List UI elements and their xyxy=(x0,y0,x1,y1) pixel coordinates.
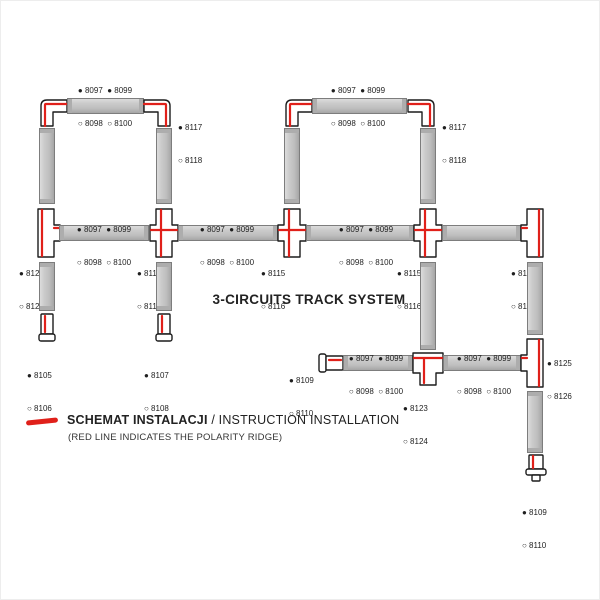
track-section-vertical xyxy=(156,262,172,311)
part-number: ● 8115 xyxy=(137,269,162,278)
part-number: ● 8097 ● 8099 xyxy=(77,86,133,95)
part-label: ● 8097 ● 8099 ○ 8098 ○ 8100 xyxy=(70,63,140,151)
part-number: ● 8105 xyxy=(27,371,52,380)
part-label: ● 8119 ○ 8120 xyxy=(511,246,536,334)
legend-title-pl: SCHEMAT INSTALACJI xyxy=(67,413,208,427)
track-section-vertical xyxy=(39,128,55,204)
track-section-vertical xyxy=(420,128,436,204)
corner-connector-icon xyxy=(142,99,171,128)
part-number: ● 8109 xyxy=(289,376,314,385)
part-number: ○ 8098 ○ 8100 xyxy=(456,387,512,396)
part-number: ○ 8118 xyxy=(442,156,467,165)
part-number: ● 8115 xyxy=(397,269,422,278)
track-section-horizontal xyxy=(312,98,407,114)
part-number: ● 8123 xyxy=(19,269,44,278)
end-cap-icon xyxy=(38,313,56,342)
part-number: ○ 8124 xyxy=(19,302,44,311)
corner-connector-icon xyxy=(285,99,314,128)
part-number: ○ 8116 xyxy=(261,302,286,311)
part-label: ● 8097 ● 8099 ○ 8098 ○ 8100 xyxy=(341,331,411,419)
legend-title: SCHEMAT INSTALACJI / INSTRUCTION INSTALL… xyxy=(67,413,399,427)
part-label: ● 8097 ● 8099 ○ 8098 ○ 8100 xyxy=(331,202,401,290)
tee-connector-icon xyxy=(37,208,61,258)
track-section-vertical xyxy=(39,262,55,311)
end-cap-icon xyxy=(155,313,173,342)
part-number: ● 8119 xyxy=(511,269,536,278)
part-label: ● 8115 ○ 8116 xyxy=(397,246,421,334)
part-number: ● 8115 xyxy=(261,269,286,278)
power-feed-icon xyxy=(525,454,547,482)
diagram-title: 3-CIRCUITS TRACK SYSTEM xyxy=(212,292,406,307)
part-label: ● 8097 ● 8099 ○ 8098 ○ 8100 xyxy=(192,202,262,290)
part-label: ● 8123 ○ 8124 xyxy=(403,381,428,469)
part-number: ● 8117 xyxy=(442,123,467,132)
legend-title-en: / INSTRUCTION INSTALLATION xyxy=(207,413,400,427)
part-number: ○ 8098 ○ 8100 xyxy=(348,387,404,396)
part-number: ○ 8108 xyxy=(144,404,169,413)
part-number: ○ 8124 xyxy=(403,437,428,446)
part-label: ● 8117 ○ 8118 xyxy=(178,100,202,188)
track-section-horizontal xyxy=(59,225,149,241)
part-number: ○ 8098 ○ 8100 xyxy=(76,258,132,267)
part-number: ● 8107 xyxy=(144,371,169,380)
part-number: ○ 8110 xyxy=(289,409,314,418)
part-number: ○ 8106 xyxy=(27,404,52,413)
part-label: ● 8097 ● 8099 ○ 8098 ○ 8100 xyxy=(449,331,519,419)
part-number: ● 8117 xyxy=(178,123,203,132)
part-number: ○ 8126 xyxy=(547,392,572,401)
part-label: ● 8109 ○ 8110 xyxy=(289,353,314,441)
track-section-vertical xyxy=(527,391,543,453)
corner-connector-icon xyxy=(40,99,69,128)
legend-note: (RED LINE INDICATES THE POLARITY RIDGE) xyxy=(68,432,283,443)
part-label: ● 8115 ○ 8116 xyxy=(137,246,161,334)
part-number: ● 8109 xyxy=(522,508,547,517)
part-number: ○ 8098 ○ 8100 xyxy=(338,258,394,267)
part-number: ○ 8098 ○ 8100 xyxy=(330,119,386,128)
track-section-vertical xyxy=(420,262,436,350)
part-number: ○ 8116 xyxy=(397,302,422,311)
part-label: ● 8115 ○ 8116 xyxy=(261,246,285,334)
part-number: ● 8097 ● 8099 xyxy=(199,225,255,234)
part-label: ● 8125 ○ 8126 xyxy=(547,336,572,424)
part-number: ○ 8110 xyxy=(522,541,547,550)
part-label: ● 8117 ○ 8118 xyxy=(442,100,466,188)
part-label: ● 8097 ● 8099 ○ 8098 ○ 8100 xyxy=(323,63,393,151)
part-label: ● 8123 ○ 8124 xyxy=(19,246,44,334)
part-label: ● 8105 ○ 8106 xyxy=(27,348,52,436)
part-number: ● 8097 ● 8099 xyxy=(76,225,132,234)
part-number: ● 8097 ● 8099 xyxy=(456,354,512,363)
part-number: ○ 8116 xyxy=(137,302,162,311)
tee-connector-icon xyxy=(520,338,544,388)
part-number: ○ 8098 ○ 8100 xyxy=(199,258,255,267)
track-section-horizontal xyxy=(442,225,521,241)
track-section-vertical xyxy=(527,262,543,335)
part-label: ● 8109 ○ 8110 xyxy=(522,485,547,573)
cross-connector-icon xyxy=(277,208,307,258)
part-number: ○ 8120 xyxy=(511,302,536,311)
tee-connector-icon xyxy=(520,208,544,258)
corner-connector-icon xyxy=(406,99,435,128)
part-number: ● 8097 ● 8099 xyxy=(348,354,404,363)
part-number: ○ 8098 ○ 8100 xyxy=(77,119,133,128)
part-number: ● 8125 xyxy=(547,359,572,368)
power-feed-icon xyxy=(318,353,344,373)
part-number: ● 8097 ● 8099 xyxy=(330,86,386,95)
cross-connector-icon xyxy=(149,208,179,258)
part-number: ○ 8118 xyxy=(178,156,203,165)
part-number: ● 8123 xyxy=(403,404,428,413)
part-label: ● 8097 ● 8099 ○ 8098 ○ 8100 xyxy=(69,202,139,290)
part-label: ● 8107 ○ 8108 xyxy=(144,348,169,436)
track-section-vertical xyxy=(284,128,300,204)
track-section-vertical xyxy=(156,128,172,204)
cross-connector-icon xyxy=(413,208,443,258)
part-number: ● 8097 ● 8099 xyxy=(338,225,394,234)
